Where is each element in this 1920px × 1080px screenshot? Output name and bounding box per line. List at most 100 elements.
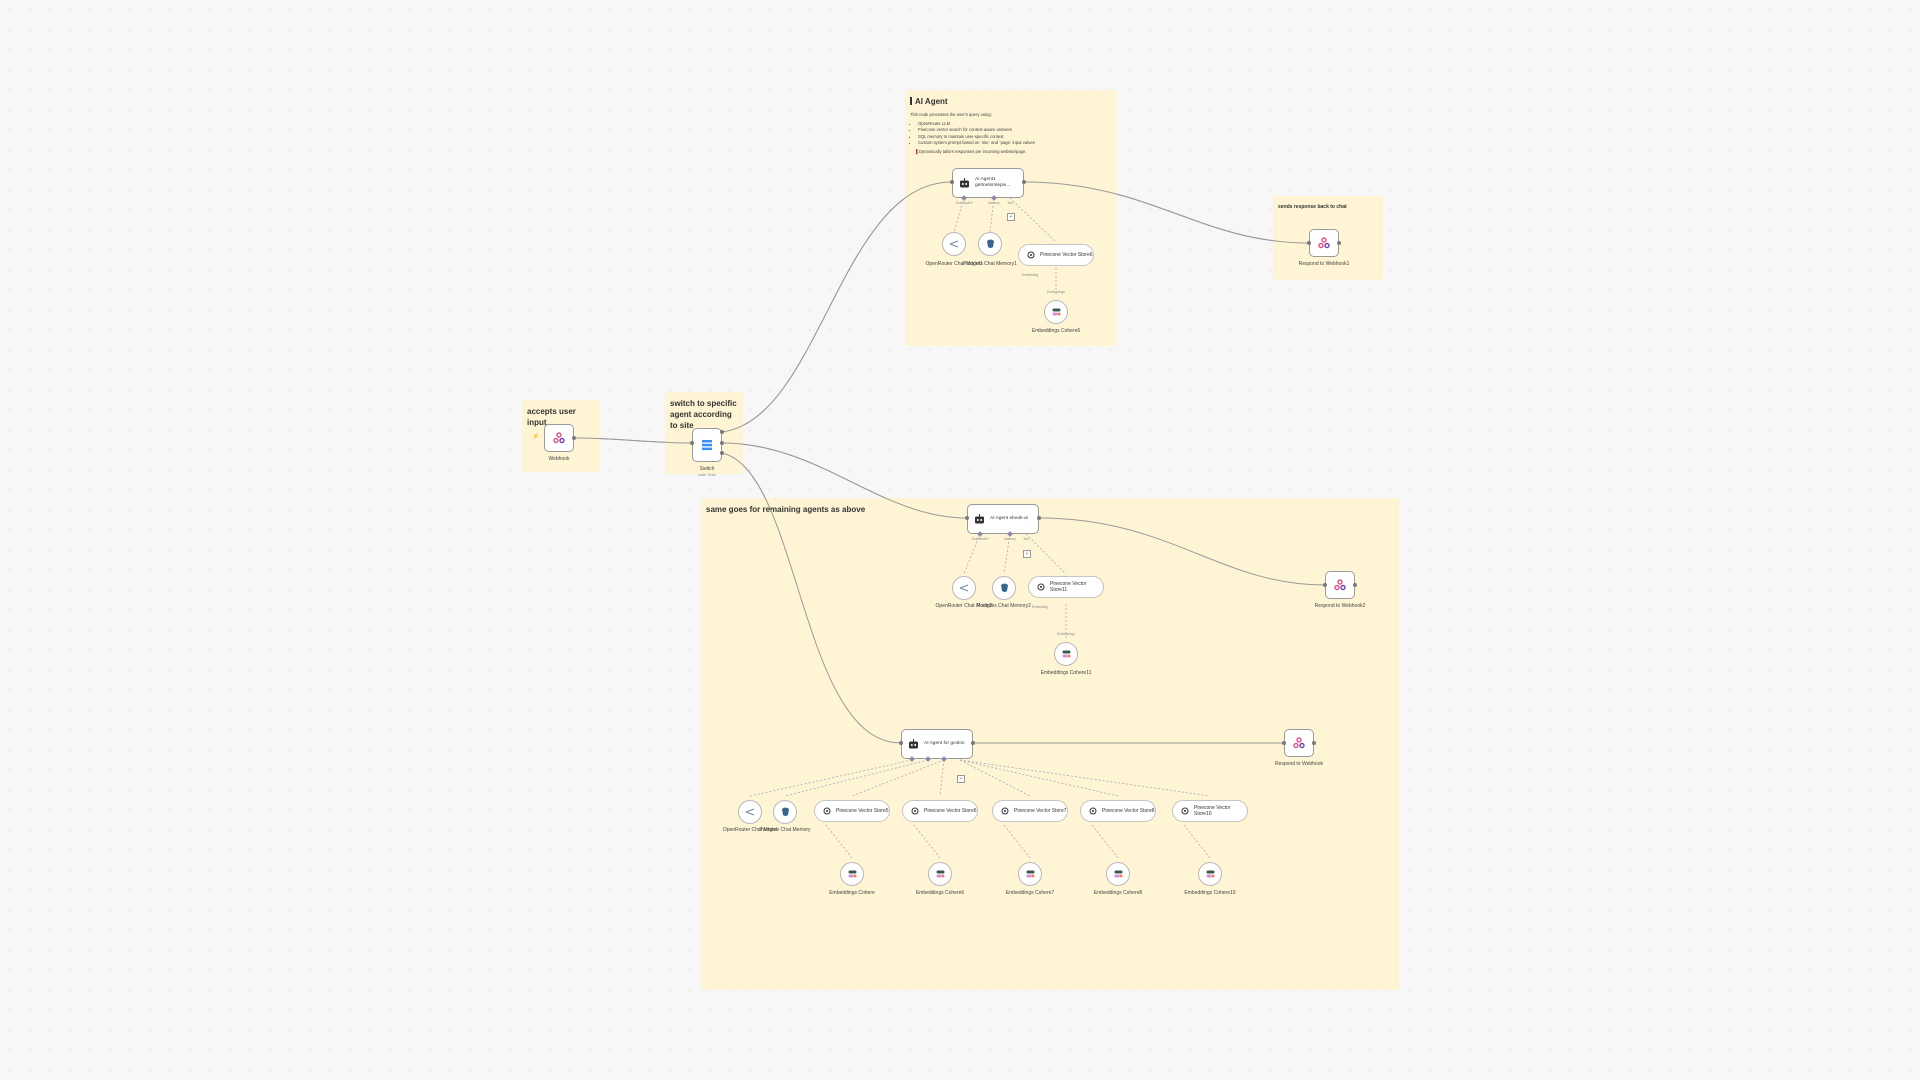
respond3-label: Respond to Webhook bbox=[1275, 761, 1323, 767]
port-tool: Tool bbox=[1023, 537, 1029, 541]
webhook-label: Webhook bbox=[548, 456, 570, 462]
cohere-label-a: Embeddings Cohere bbox=[829, 890, 875, 896]
list-item: OpenRouter LLM bbox=[918, 121, 1112, 128]
pinecone-node-6b[interactable]: Pinecone Vector Store6 bbox=[902, 800, 978, 822]
ai-agent1-label: AI Agent1 getmetsrolepix... bbox=[975, 177, 1011, 188]
port-memory: Memory bbox=[1004, 537, 1016, 541]
robot-icon bbox=[974, 514, 985, 524]
ai-agent-ebook-node[interactable]: AI Agent ebook-ai bbox=[967, 504, 1039, 534]
cohere-node-6[interactable] bbox=[1044, 300, 1068, 324]
cohere-node-a[interactable] bbox=[840, 862, 864, 886]
openrouter-node-3[interactable] bbox=[738, 800, 762, 824]
cohere-node-e[interactable] bbox=[1198, 862, 1222, 886]
cohere-icon bbox=[1052, 308, 1061, 316]
webhook-icon bbox=[1318, 237, 1330, 249]
webhook-icon bbox=[553, 432, 565, 444]
pinecone-label: Pinecone Vector Store11 bbox=[1050, 581, 1087, 593]
pinecone-label: Pinecone Vector Store6 bbox=[1040, 252, 1093, 258]
openrouter-icon bbox=[959, 584, 969, 592]
cohere-label-6: Embeddings Cohere6 bbox=[1031, 328, 1081, 334]
cohere-icon bbox=[1114, 870, 1123, 878]
cohere-icon bbox=[936, 870, 945, 878]
sticky-title: same goes for remaining agents as above bbox=[706, 505, 866, 514]
respond-to-webhook1-node[interactable] bbox=[1309, 229, 1339, 257]
robot-icon bbox=[959, 178, 970, 188]
pinecone-icon bbox=[1001, 807, 1009, 815]
plus-icon[interactable]: + bbox=[1023, 550, 1031, 558]
openrouter-icon bbox=[949, 240, 959, 248]
port-tool: Tool bbox=[1007, 201, 1013, 205]
pinecone-node-8[interactable]: Pinecone Vector Store8 bbox=[1080, 800, 1156, 822]
pin-icon: ▌ bbox=[916, 148, 919, 154]
openrouter-node-1[interactable] bbox=[942, 232, 966, 256]
pinecone-icon bbox=[1027, 251, 1035, 259]
postgres-node-1[interactable] bbox=[978, 232, 1002, 256]
list-item: Pinecone vector search for context-aware… bbox=[918, 127, 1112, 134]
sticky-title: switch to specific agent according to si… bbox=[670, 399, 737, 430]
postgres-elephant-icon bbox=[781, 807, 790, 817]
respond-to-webhook2-node[interactable] bbox=[1325, 571, 1355, 599]
list-item: SQL memory to maintain user-specific con… bbox=[918, 134, 1112, 141]
webhook-icon bbox=[1334, 579, 1346, 591]
cohere-label-e: Embeddings Cohere10 bbox=[1184, 890, 1236, 896]
webhook-node[interactable] bbox=[544, 424, 574, 452]
ai-agent2-label: AI Agent ebook-ai bbox=[990, 516, 1028, 521]
openrouter-node-2[interactable] bbox=[952, 576, 976, 600]
pinecone-icon bbox=[823, 807, 831, 815]
footer-text: ▌Dynamically tailors responses per incom… bbox=[916, 148, 1027, 154]
cohere-node-b[interactable] bbox=[928, 862, 952, 886]
cohere-label-11: Embeddings Cohere11 bbox=[1040, 670, 1092, 676]
postgres-node-2[interactable] bbox=[992, 576, 1016, 600]
plus-icon[interactable]: + bbox=[1007, 213, 1015, 221]
pinecone-icon bbox=[1181, 807, 1189, 815]
sticky-title: AI Agent bbox=[910, 96, 1112, 107]
port-memory: Memory bbox=[988, 201, 1000, 205]
plus-icon[interactable]: + bbox=[957, 775, 965, 783]
robot-icon bbox=[908, 739, 919, 749]
postgres-elephant-icon bbox=[986, 239, 995, 249]
postgres-elephant-icon bbox=[1000, 583, 1009, 593]
switch-icon bbox=[701, 439, 713, 451]
switch-node[interactable] bbox=[692, 428, 722, 462]
pinecone-label: Pinecone Vector Store6 bbox=[924, 808, 977, 814]
sticky-body: This node processes the user's query usi… bbox=[910, 112, 1112, 155]
cohere-label-d: Embeddings Cohere8 bbox=[1093, 890, 1143, 896]
ai-agent3-label: AI Agent for gcolon bbox=[924, 741, 965, 746]
pinecone-node-6[interactable]: Pinecone Vector Store6 bbox=[1018, 244, 1094, 266]
pinecone-node-10[interactable]: Pinecone Vector Store10 bbox=[1172, 800, 1248, 822]
cohere-node-d[interactable] bbox=[1106, 862, 1130, 886]
ai-agent-title: AI Agent bbox=[915, 97, 948, 106]
postgres-label-2: Postgres Chat Memory2 bbox=[977, 603, 1031, 609]
sticky-title: accepts user input bbox=[527, 407, 576, 427]
ai-agent-gcolon-node[interactable]: AI Agent for gcolon bbox=[901, 729, 973, 759]
cohere-node-c[interactable] bbox=[1018, 862, 1042, 886]
respond2-label: Respond to Webhook2 bbox=[1314, 603, 1366, 609]
port-chat-model: Chat Model* bbox=[955, 201, 973, 205]
respond1-label: Respond to Webhook1 bbox=[1298, 261, 1350, 267]
list-item: Custom system prompt based on `site` and… bbox=[918, 140, 1112, 147]
heading-bar bbox=[910, 97, 912, 105]
cohere-label-b: Embeddings Cohere6 bbox=[915, 890, 965, 896]
pinecone-label: Pinecone Vector Store8 bbox=[1102, 808, 1155, 814]
pinecone-label: Pinecone Vector Store5 bbox=[836, 808, 889, 814]
ai-agent1-node[interactable]: AI Agent1 getmetsrolepix... bbox=[952, 168, 1024, 198]
port-embeddings: Embeddings bbox=[1047, 290, 1065, 294]
openrouter-label-2: OpenRouter Chat Model2 bbox=[935, 603, 993, 609]
feature-list: OpenRouter LLM Pinecone vector search fo… bbox=[910, 121, 1112, 147]
postgres-node-3[interactable] bbox=[773, 800, 797, 824]
pinecone-icon bbox=[911, 807, 919, 815]
webhook-icon bbox=[1293, 737, 1305, 749]
cohere-node-11[interactable] bbox=[1054, 642, 1078, 666]
respond-to-webhook-node[interactable] bbox=[1284, 729, 1314, 757]
pinecone-node-5[interactable]: Pinecone Vector Store5 bbox=[814, 800, 890, 822]
pinecone-node-7[interactable]: Pinecone Vector Store7 bbox=[992, 800, 1068, 822]
pinecone-node-11[interactable]: Pinecone Vector Store11 bbox=[1028, 576, 1104, 598]
cohere-icon bbox=[1026, 870, 1035, 878]
pinecone-label: Pinecone Vector Store10 bbox=[1194, 805, 1231, 817]
postgres-label-1: Postgres Chat Memory1 bbox=[963, 261, 1017, 267]
port-embeddings: Embeddings bbox=[1057, 632, 1075, 636]
openrouter-label-3: OpenRouter Chat Model bbox=[722, 827, 778, 833]
port-embedding: Embedding bbox=[1031, 605, 1049, 609]
cohere-icon bbox=[1062, 650, 1071, 658]
